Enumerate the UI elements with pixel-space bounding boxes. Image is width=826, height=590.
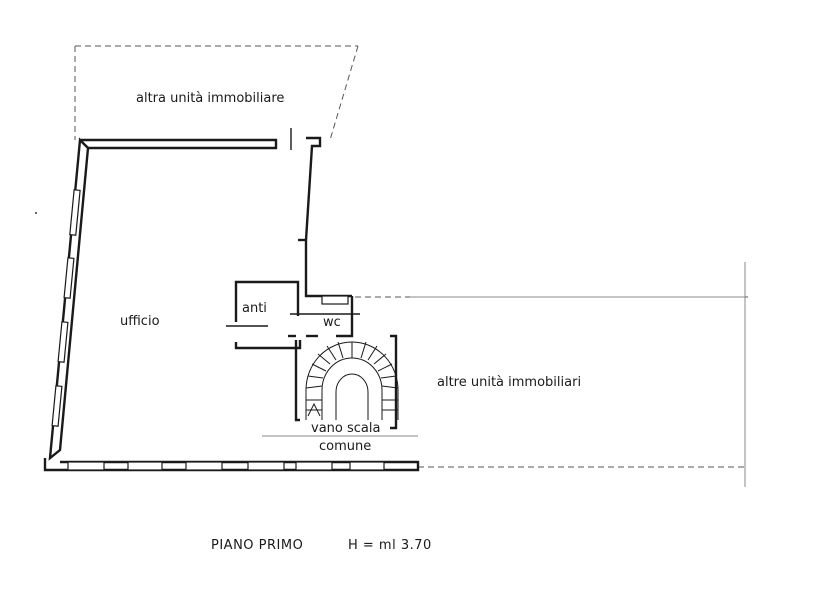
neighbor-units-right-outline — [355, 262, 748, 487]
floor-height: H = ml 3.70 — [348, 538, 432, 553]
floor-title: PIANO PRIMO — [211, 538, 303, 553]
wc-label: wc — [323, 315, 341, 330]
neighbor-unit-top-outline — [74, 45, 359, 141]
spiral-staircase — [305, 341, 399, 420]
anteroom-walls — [226, 280, 349, 350]
stairwell-walls — [262, 334, 418, 437]
bottom-wall-windows — [67, 461, 385, 471]
stairwell-label-line2: comune — [319, 439, 371, 454]
stairwell-label-line1: vano scala — [311, 421, 380, 436]
neighbor-units-right-label: altre unità immobiliari — [437, 375, 581, 390]
left-wall-windows — [51, 189, 81, 427]
anteroom-label: anti — [242, 301, 267, 316]
neighbor-unit-top-label: altra unità immobiliare — [136, 91, 284, 106]
scan-speck — [35, 212, 37, 214]
wc-walls — [290, 296, 360, 338]
office-label: ufficio — [120, 314, 160, 329]
office-walls — [43, 128, 420, 472]
